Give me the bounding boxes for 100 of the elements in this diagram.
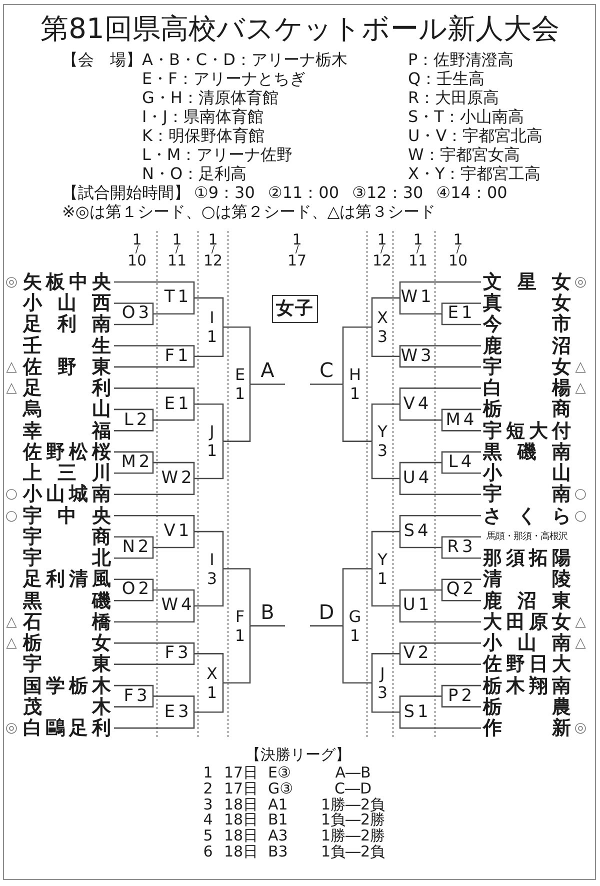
bracket-line (153, 696, 195, 712)
table-cell-text: 18日 (224, 796, 258, 813)
venue-entry: K：明保野体育館 (142, 126, 264, 146)
venue-entry: W：宇都宮女高 (408, 146, 520, 164)
label-box: 女子 (272, 295, 318, 323)
bracket-line (342, 326, 372, 384)
table-cell: 1負―2負 (320, 843, 386, 861)
bracket-line (194, 682, 224, 713)
match-code: J1 (204, 422, 220, 460)
seed-mark: ○ (4, 486, 19, 502)
match-code: L2 (122, 412, 150, 429)
team-name: 馬頭・那須・高根沢 (486, 530, 568, 544)
bracket-line (399, 606, 481, 622)
times-heading: 【試合開始時間】 (62, 184, 190, 202)
bracket-line (441, 548, 481, 559)
table-cell: A1 (268, 796, 288, 814)
match-code: J3 (374, 664, 390, 702)
bracket-line (399, 345, 481, 356)
table-cell: G③ (268, 780, 294, 798)
bracket-line (399, 515, 481, 532)
seed-mark: ◎ (4, 720, 19, 736)
match-code: H1 (346, 365, 362, 404)
table-cell-text: 1勝―2負 (320, 796, 386, 813)
seed-note: ※◎は第１シード、○は第２シード、△は第３シード (62, 202, 436, 222)
venue-entry: L・M：アリーナ佐野 (142, 146, 293, 164)
bracket-line (114, 642, 195, 654)
bracket-line (371, 682, 400, 713)
bracket-line (399, 281, 481, 298)
team-name: 宇商 (23, 526, 111, 547)
bracket-line (194, 568, 224, 607)
bracket-line (371, 297, 400, 328)
team-name: 清陵 (483, 569, 571, 590)
table-cell: 3 (203, 796, 213, 814)
bracket-line (223, 384, 251, 442)
team-name: 小山南 (483, 633, 571, 654)
bracket-line (153, 589, 195, 606)
match-code: M4 (444, 412, 478, 429)
table-cell: 4 (203, 812, 213, 830)
bracket-line (441, 451, 481, 463)
match-code: E1 (163, 396, 192, 413)
bracket-line (441, 590, 481, 602)
team-name: 幸福 (23, 420, 111, 441)
seed-mark: △ (574, 614, 587, 630)
venue-entry: E・F：アリーナとちぎ (142, 70, 306, 88)
bracket-line (114, 314, 154, 326)
match-code: F1 (164, 348, 192, 365)
bracket-line (194, 653, 224, 683)
bracket-line (153, 532, 195, 548)
table-cell: 17日 (224, 764, 258, 782)
team-name: 宇北 (23, 548, 111, 568)
table-cell: B3 (268, 843, 288, 861)
table-cell: A―B (335, 764, 371, 782)
bracket-line (114, 345, 195, 356)
match-code: Y1 (374, 550, 390, 588)
bracket-line (114, 606, 195, 622)
bracket-line (371, 441, 400, 480)
bracket-line (114, 388, 195, 404)
match-code: V1 (162, 523, 192, 540)
seed-mark: ○ (573, 486, 588, 502)
bracket-line (399, 654, 481, 665)
team-name: 栃商 (483, 399, 571, 420)
venue-entry: X・Y：宇都宮工高 (408, 164, 541, 184)
team-name: 鹿沼東 (483, 590, 571, 611)
match-code: E1 (446, 305, 476, 322)
team-name: 烏山 (23, 399, 111, 420)
bracket-line (194, 327, 224, 357)
bracket-line (399, 462, 442, 478)
bracket-line (114, 536, 154, 548)
match-code: O2 (120, 581, 152, 598)
bracket-line (441, 462, 481, 474)
bracket-line (441, 314, 481, 326)
table-cell-text: 1負―2勝 (320, 812, 386, 829)
bracket-line (153, 298, 195, 314)
bracket-line (114, 590, 154, 602)
team-name: 小山西 (23, 293, 111, 314)
team-name: 宇中央 (23, 506, 111, 526)
table-cell: 5 (203, 828, 213, 845)
table-cell: 1勝―2勝 (320, 828, 386, 845)
match-code: L4 (447, 454, 475, 472)
bracket-line (371, 403, 400, 442)
team-name: 作新 (483, 718, 571, 738)
table-cell: C―D (334, 780, 372, 798)
bracket-line (371, 530, 400, 569)
table-cell-text: B1 (268, 812, 288, 829)
bracket-line (223, 568, 251, 626)
bracket-line (399, 404, 442, 421)
venue-entry: A・B・C・D：アリーナ栃木 (142, 50, 348, 70)
bracket-line (399, 532, 442, 548)
team-name: 真女 (483, 293, 571, 314)
match-code: I1 (204, 308, 220, 346)
bracket-line (114, 515, 195, 532)
match-code: I3 (204, 550, 220, 588)
bracket-line (441, 536, 481, 548)
venue-entry: Q：壬生高 (408, 70, 485, 88)
bracket-line (342, 626, 372, 684)
match-code: F3 (164, 645, 192, 662)
table-cell: 6 (203, 843, 213, 861)
seed-mark: △ (574, 380, 587, 396)
bracket-line (399, 696, 442, 712)
table-cell: 2 (203, 780, 213, 798)
